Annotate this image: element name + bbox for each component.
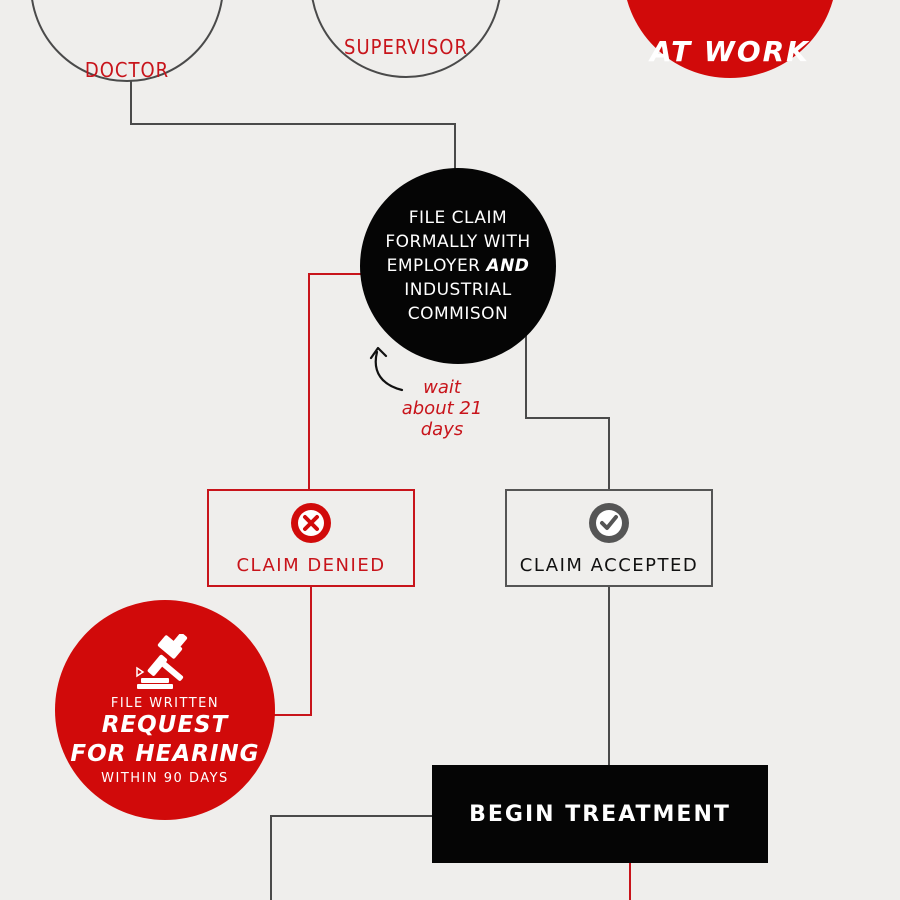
claim-accepted-label: Claim Accepted bbox=[519, 554, 699, 576]
at-work-node: At Work bbox=[623, 0, 837, 78]
file-claim-line5: commison bbox=[407, 304, 509, 324]
wait-note: wait about 21 days bbox=[390, 377, 494, 440]
file-claim-line1: File claim bbox=[408, 208, 508, 228]
hearing-big-line2: for hearing bbox=[70, 741, 260, 767]
wait-note-line3: days bbox=[420, 419, 464, 440]
wait-arrow-icon bbox=[374, 350, 404, 392]
begin-treatment-box: Begin Treatment bbox=[432, 765, 768, 863]
file-claim-and: and bbox=[486, 256, 530, 276]
claim-accepted-box: Claim Accepted bbox=[505, 489, 713, 587]
connector-doctor-to-claim bbox=[130, 80, 456, 170]
claim-denied-label: Claim Denied bbox=[236, 554, 386, 576]
file-claim-node: File claim formally with employer and in… bbox=[360, 168, 556, 364]
wait-arrowhead bbox=[369, 346, 388, 360]
file-claim-line2: formally with bbox=[385, 232, 531, 252]
hearing-top-label: File written bbox=[110, 696, 220, 711]
file-claim-text: File claim formally with employer and in… bbox=[385, 206, 530, 326]
doctor-label: Doctor bbox=[84, 58, 170, 82]
wait-note-line2: about 21 bbox=[401, 398, 483, 419]
claim-denied-box: Claim Denied bbox=[207, 489, 415, 587]
file-claim-line3a: employer bbox=[386, 256, 487, 276]
wait-note-line1: wait bbox=[423, 377, 461, 398]
file-claim-line4: industrial bbox=[404, 280, 512, 300]
x-circle-icon bbox=[291, 502, 331, 543]
hearing-big-line1: Request bbox=[101, 712, 229, 738]
hearing-node: File written Request for hearing within … bbox=[55, 600, 275, 820]
connector-treatment-left-branch bbox=[270, 815, 433, 900]
hearing-bottom-label: within 90 days bbox=[101, 771, 229, 786]
gavel-icon bbox=[136, 634, 188, 689]
connector-denied-to-hearing bbox=[268, 586, 312, 716]
supervisor-label: Supervisor bbox=[344, 35, 468, 59]
file-claim-line3: employer and bbox=[385, 254, 530, 278]
check-circle-icon bbox=[589, 502, 629, 543]
at-work-label: At Work bbox=[650, 34, 810, 68]
connector-claim-to-denied bbox=[308, 273, 362, 490]
connector-claim-to-accepted bbox=[525, 335, 610, 490]
begin-treatment-label: Begin Treatment bbox=[469, 801, 731, 827]
